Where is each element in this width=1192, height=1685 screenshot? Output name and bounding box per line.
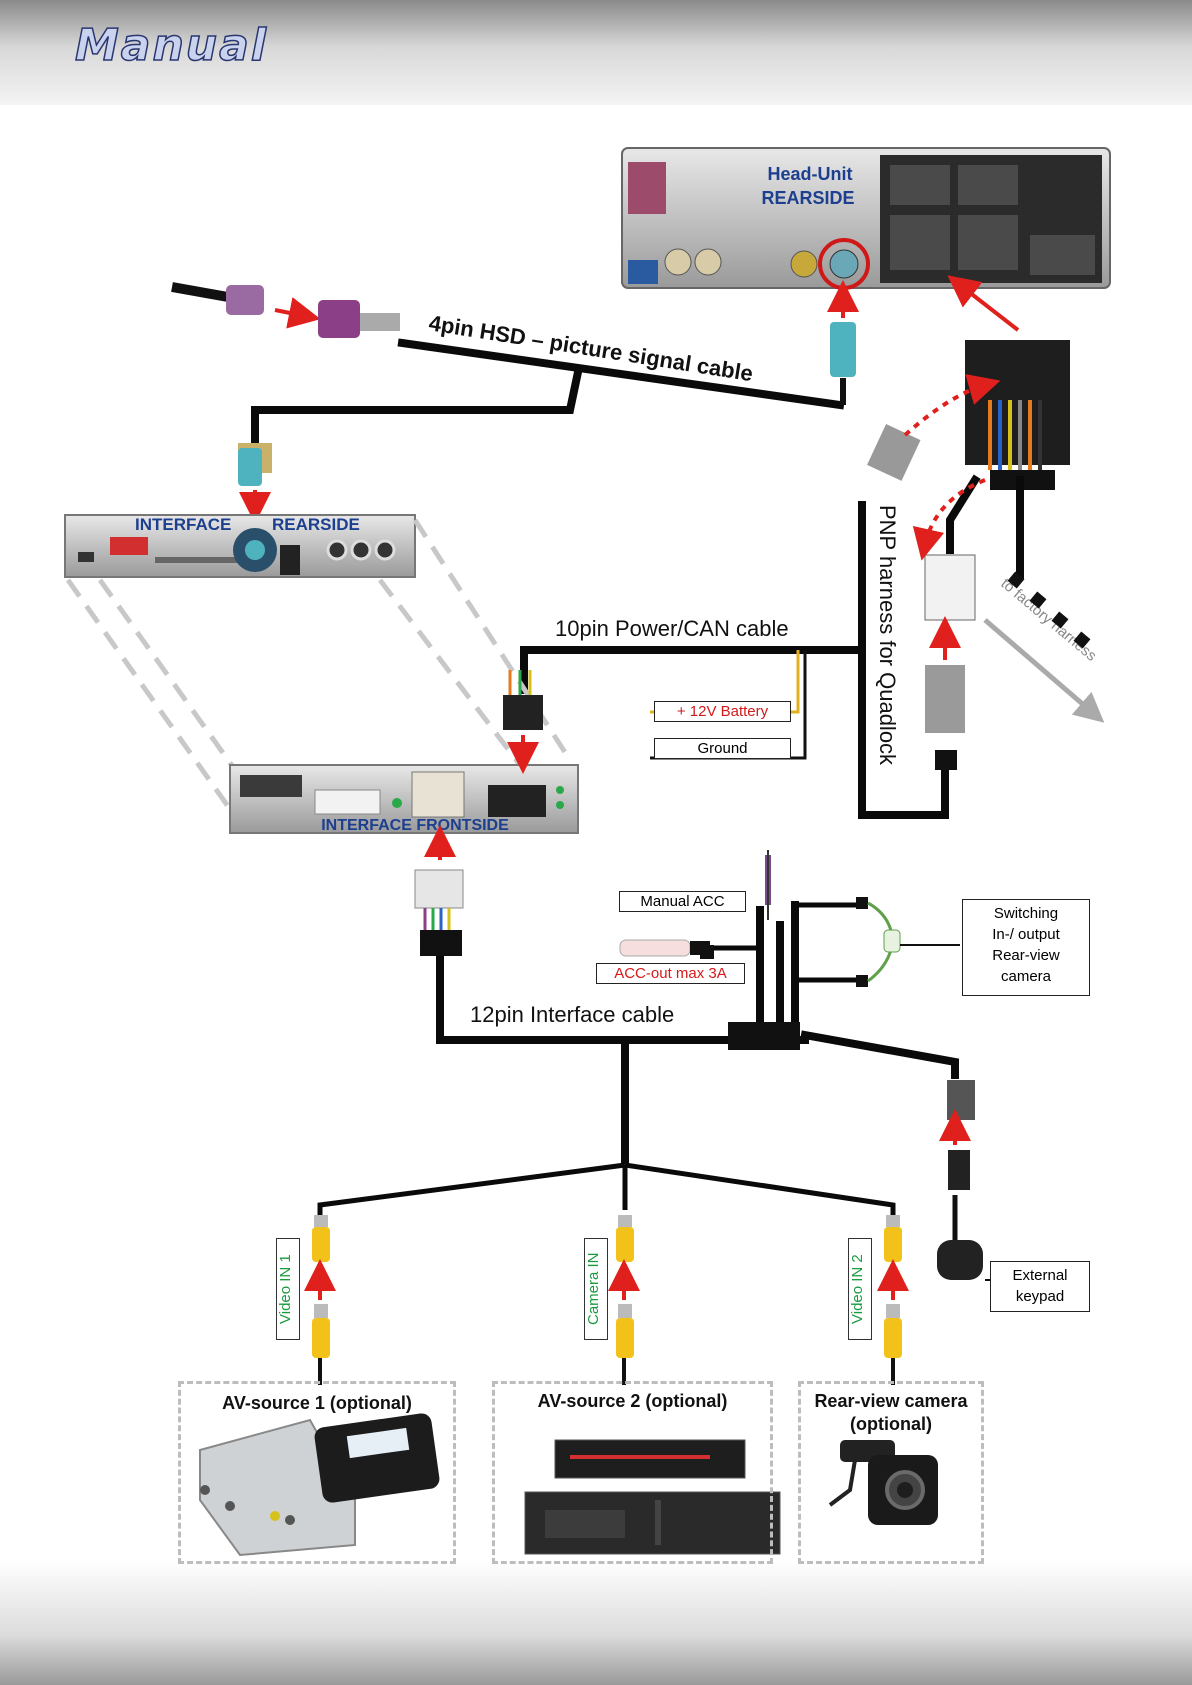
ground-label: Ground	[654, 738, 791, 759]
keypad-label: External keypad	[990, 1261, 1090, 1312]
interface-rear-label-right: REARSIDE	[272, 515, 360, 534]
battery-label: + 12V Battery	[654, 701, 791, 722]
interface-rearside: INTERFACE REARSIDE	[64, 514, 416, 578]
av-source-2-box: AV-source 2 (optional)	[492, 1381, 773, 1564]
switching-line-4: camera	[1000, 968, 1052, 985]
head-unit-side-label: REARSIDE	[761, 188, 854, 208]
head-unit: Head-Unit REARSIDE	[621, 147, 1111, 290]
keypad-line-1: External	[1012, 1267, 1068, 1284]
pnp-plugs	[867, 374, 1001, 770]
rear-view-camera-title-1: Rear-view camera	[814, 1391, 968, 1411]
hsd-headunit-plug	[827, 280, 859, 405]
switching-line-1: Switching	[993, 905, 1059, 922]
hsd-input-plug	[171, 282, 400, 338]
hsd-interface-plug	[238, 443, 272, 524]
av-source-1-image	[199, 1413, 440, 1557]
header-bar: Manual	[0, 0, 1192, 105]
rear-view-camera-title-2: (optional)	[850, 1414, 932, 1434]
interface-front-label: INTERFACE FRONTSIDE	[321, 817, 509, 834]
switching-label: Switching In-/ output Rear-view camera	[962, 899, 1090, 996]
video-in-2-label: Video IN 2	[848, 1238, 872, 1340]
keypad-line-2: keypad	[1015, 1288, 1065, 1305]
factory-harness-arrow	[983, 618, 1105, 723]
keypad-assembly	[937, 1080, 990, 1281]
acc-components	[619, 850, 960, 1050]
factory-harness-label: to factory harness	[997, 575, 1099, 665]
factory-harness-dots	[1007, 571, 1091, 649]
power-can-label: 10pin Power/CAN cable	[555, 616, 789, 641]
camera-in-label: Camera IN	[584, 1238, 608, 1340]
av-source-1-box: AV-source 1 (optional)	[178, 1381, 456, 1564]
interface-cable-plug	[414, 825, 464, 956]
hsd-cable-label: 4pin HSD – picture signal cable	[427, 310, 755, 386]
quadlock-connector	[947, 275, 1070, 490]
rear-view-camera-image	[828, 1440, 938, 1525]
interface-frontside: INTERFACE FRONTSIDE	[229, 764, 579, 834]
av-source-1-title: AV-source 1 (optional)	[222, 1393, 412, 1413]
head-unit-label: Head-Unit	[768, 164, 853, 184]
video-in-1-label: Video IN 1	[276, 1238, 300, 1340]
switching-line-3: Rear-view	[992, 947, 1060, 964]
av-source-2-title: AV-source 2 (optional)	[537, 1391, 728, 1411]
rca-connectors	[304, 1215, 909, 1385]
rear-view-camera-box: Rear-view camera (optional)	[798, 1381, 984, 1564]
switching-line-2: In-/ output	[992, 926, 1060, 943]
footer-bar	[0, 1560, 1192, 1685]
pnp-harness-label: PNP harness for Quadlock	[875, 505, 900, 766]
acc-out-label: ACC-out max 3A	[596, 963, 745, 984]
interface-rear-label-left: INTERFACE	[135, 515, 231, 534]
interface-cable-label: 12pin Interface cable	[470, 1002, 674, 1027]
manual-acc-label: Manual ACC	[619, 891, 746, 912]
page-title: Manual	[74, 19, 268, 72]
power-can-plug	[503, 670, 543, 774]
av-source-2-image	[524, 1439, 781, 1555]
